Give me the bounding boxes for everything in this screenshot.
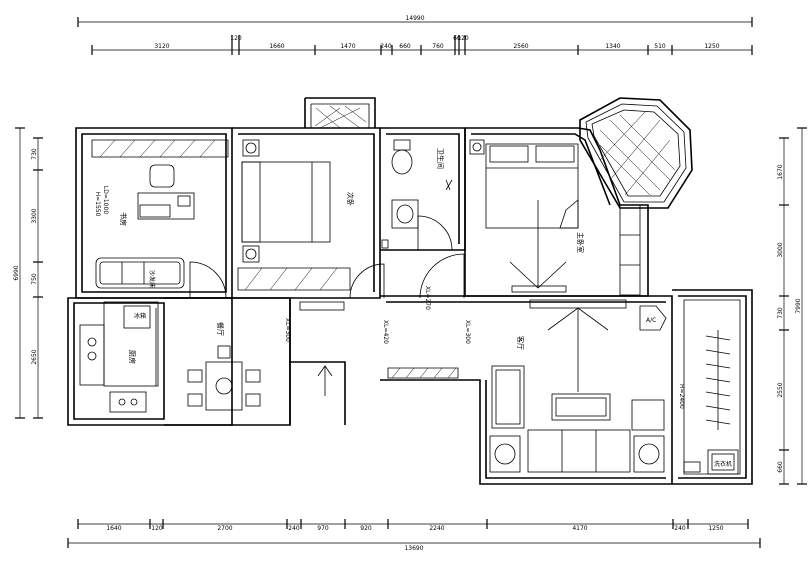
- top-dim-13: 1250: [704, 43, 719, 50]
- master-bedroom-room: 主卧室 XL=270: [424, 139, 641, 310]
- bathroom-label: 卫生间: [436, 148, 445, 169]
- top-dim-4: 1470: [340, 43, 355, 50]
- bottom-dim-5: 970: [317, 525, 329, 532]
- bottom-dim-4: 240: [288, 525, 300, 532]
- bottom-overall-dim: 13690: [404, 545, 423, 552]
- washer-label: 洗衣机: [714, 460, 732, 468]
- right-dimensions: 1670 3000 730 2550 660 7990: [777, 127, 807, 485]
- left-dim-4: 2650: [31, 349, 38, 364]
- top-dim-11: 1340: [605, 43, 620, 50]
- right-dim-3: 730: [777, 307, 784, 319]
- top-dim-1: 3120: [154, 43, 169, 50]
- bay-window: [579, 97, 693, 209]
- left-dim-2: 3300: [31, 208, 38, 223]
- exterior-walls: [67, 127, 753, 485]
- right-dim-1: 1670: [777, 164, 784, 179]
- sofa-bed-label: 沙发床: [148, 270, 156, 288]
- right-balcony: 洗衣机: [683, 330, 739, 475]
- bottom-dim-7: 2240: [429, 525, 444, 532]
- top-dim-9: 120: [457, 35, 469, 42]
- bottom-dim-2: 120: [151, 525, 163, 532]
- top-dim-2: 120: [230, 35, 242, 42]
- second-bedroom-room: 次卧: [237, 139, 385, 299]
- master-bedroom-label: 主卧室: [576, 232, 585, 253]
- xl-420-label: XL=420: [382, 320, 389, 344]
- top-dim-7: 760: [432, 43, 444, 50]
- xl-270-label: XL=270: [424, 286, 431, 310]
- xl-300-a-label: XL=300: [284, 318, 291, 342]
- left-dimensions: 6990 730 3300 750 2650: [13, 127, 43, 419]
- right-dim-5: 660: [777, 461, 784, 473]
- right-dim-2: 3000: [777, 242, 784, 257]
- top-dim-12: 510: [654, 43, 666, 50]
- top-overall-dim: 14990: [405, 15, 424, 22]
- living-h-label: H=2400: [678, 384, 685, 409]
- dining-room: 餐厅 XL=300: [187, 318, 333, 411]
- study-room: 书房 LD=1000 H=1550 沙发床: [91, 139, 229, 299]
- bottom-dim-6: 920: [360, 525, 372, 532]
- left-overall-dim: 6990: [13, 265, 20, 280]
- right-overall-dim: 7990: [795, 298, 802, 313]
- study-h-label: H=1550: [94, 192, 101, 217]
- dining-label: 餐厅: [216, 322, 225, 336]
- top-balcony: [304, 97, 376, 129]
- top-dimensions: 14990 3120 120 1660 1470 240 660 760 60 …: [77, 15, 753, 55]
- second-bedroom-label: 次卧: [346, 192, 355, 206]
- bottom-dim-8: 4170: [572, 525, 587, 532]
- study-ld-label: LD=1000: [102, 186, 109, 214]
- living-room: A/C 客厅 H=2400 XL=420 XL=300: [299, 299, 685, 473]
- fridge-label: 冰箱: [134, 312, 146, 320]
- xl-300-b-label: XL=300: [464, 320, 471, 344]
- kitchen-room: 冰箱 厨房: [79, 301, 159, 413]
- top-dim-5: 240: [380, 43, 392, 50]
- living-label: 客厅: [516, 336, 525, 350]
- bottom-dim-3: 2700: [217, 525, 232, 532]
- ac-label: A/C: [646, 317, 656, 324]
- bottom-dim-9: 240: [674, 525, 686, 532]
- bottom-dim-10: 1250: [708, 525, 723, 532]
- top-dim-3: 1660: [269, 43, 284, 50]
- left-dim-3: 750: [31, 273, 38, 285]
- right-dim-4: 2550: [777, 382, 784, 397]
- bottom-dim-1: 1640: [106, 525, 121, 532]
- bottom-dimensions: 1640 120 2700 240 970 920 2240 4170 240 …: [67, 519, 761, 552]
- top-dim-8: 60: [453, 35, 461, 42]
- study-label: 书房: [119, 212, 128, 226]
- left-dim-1: 730: [31, 148, 38, 160]
- bathroom-room: 卫生间: [381, 139, 465, 299]
- top-dim-6: 660: [399, 43, 411, 50]
- kitchen-label: 厨房: [128, 350, 137, 364]
- top-dim-10: 2560: [513, 43, 528, 50]
